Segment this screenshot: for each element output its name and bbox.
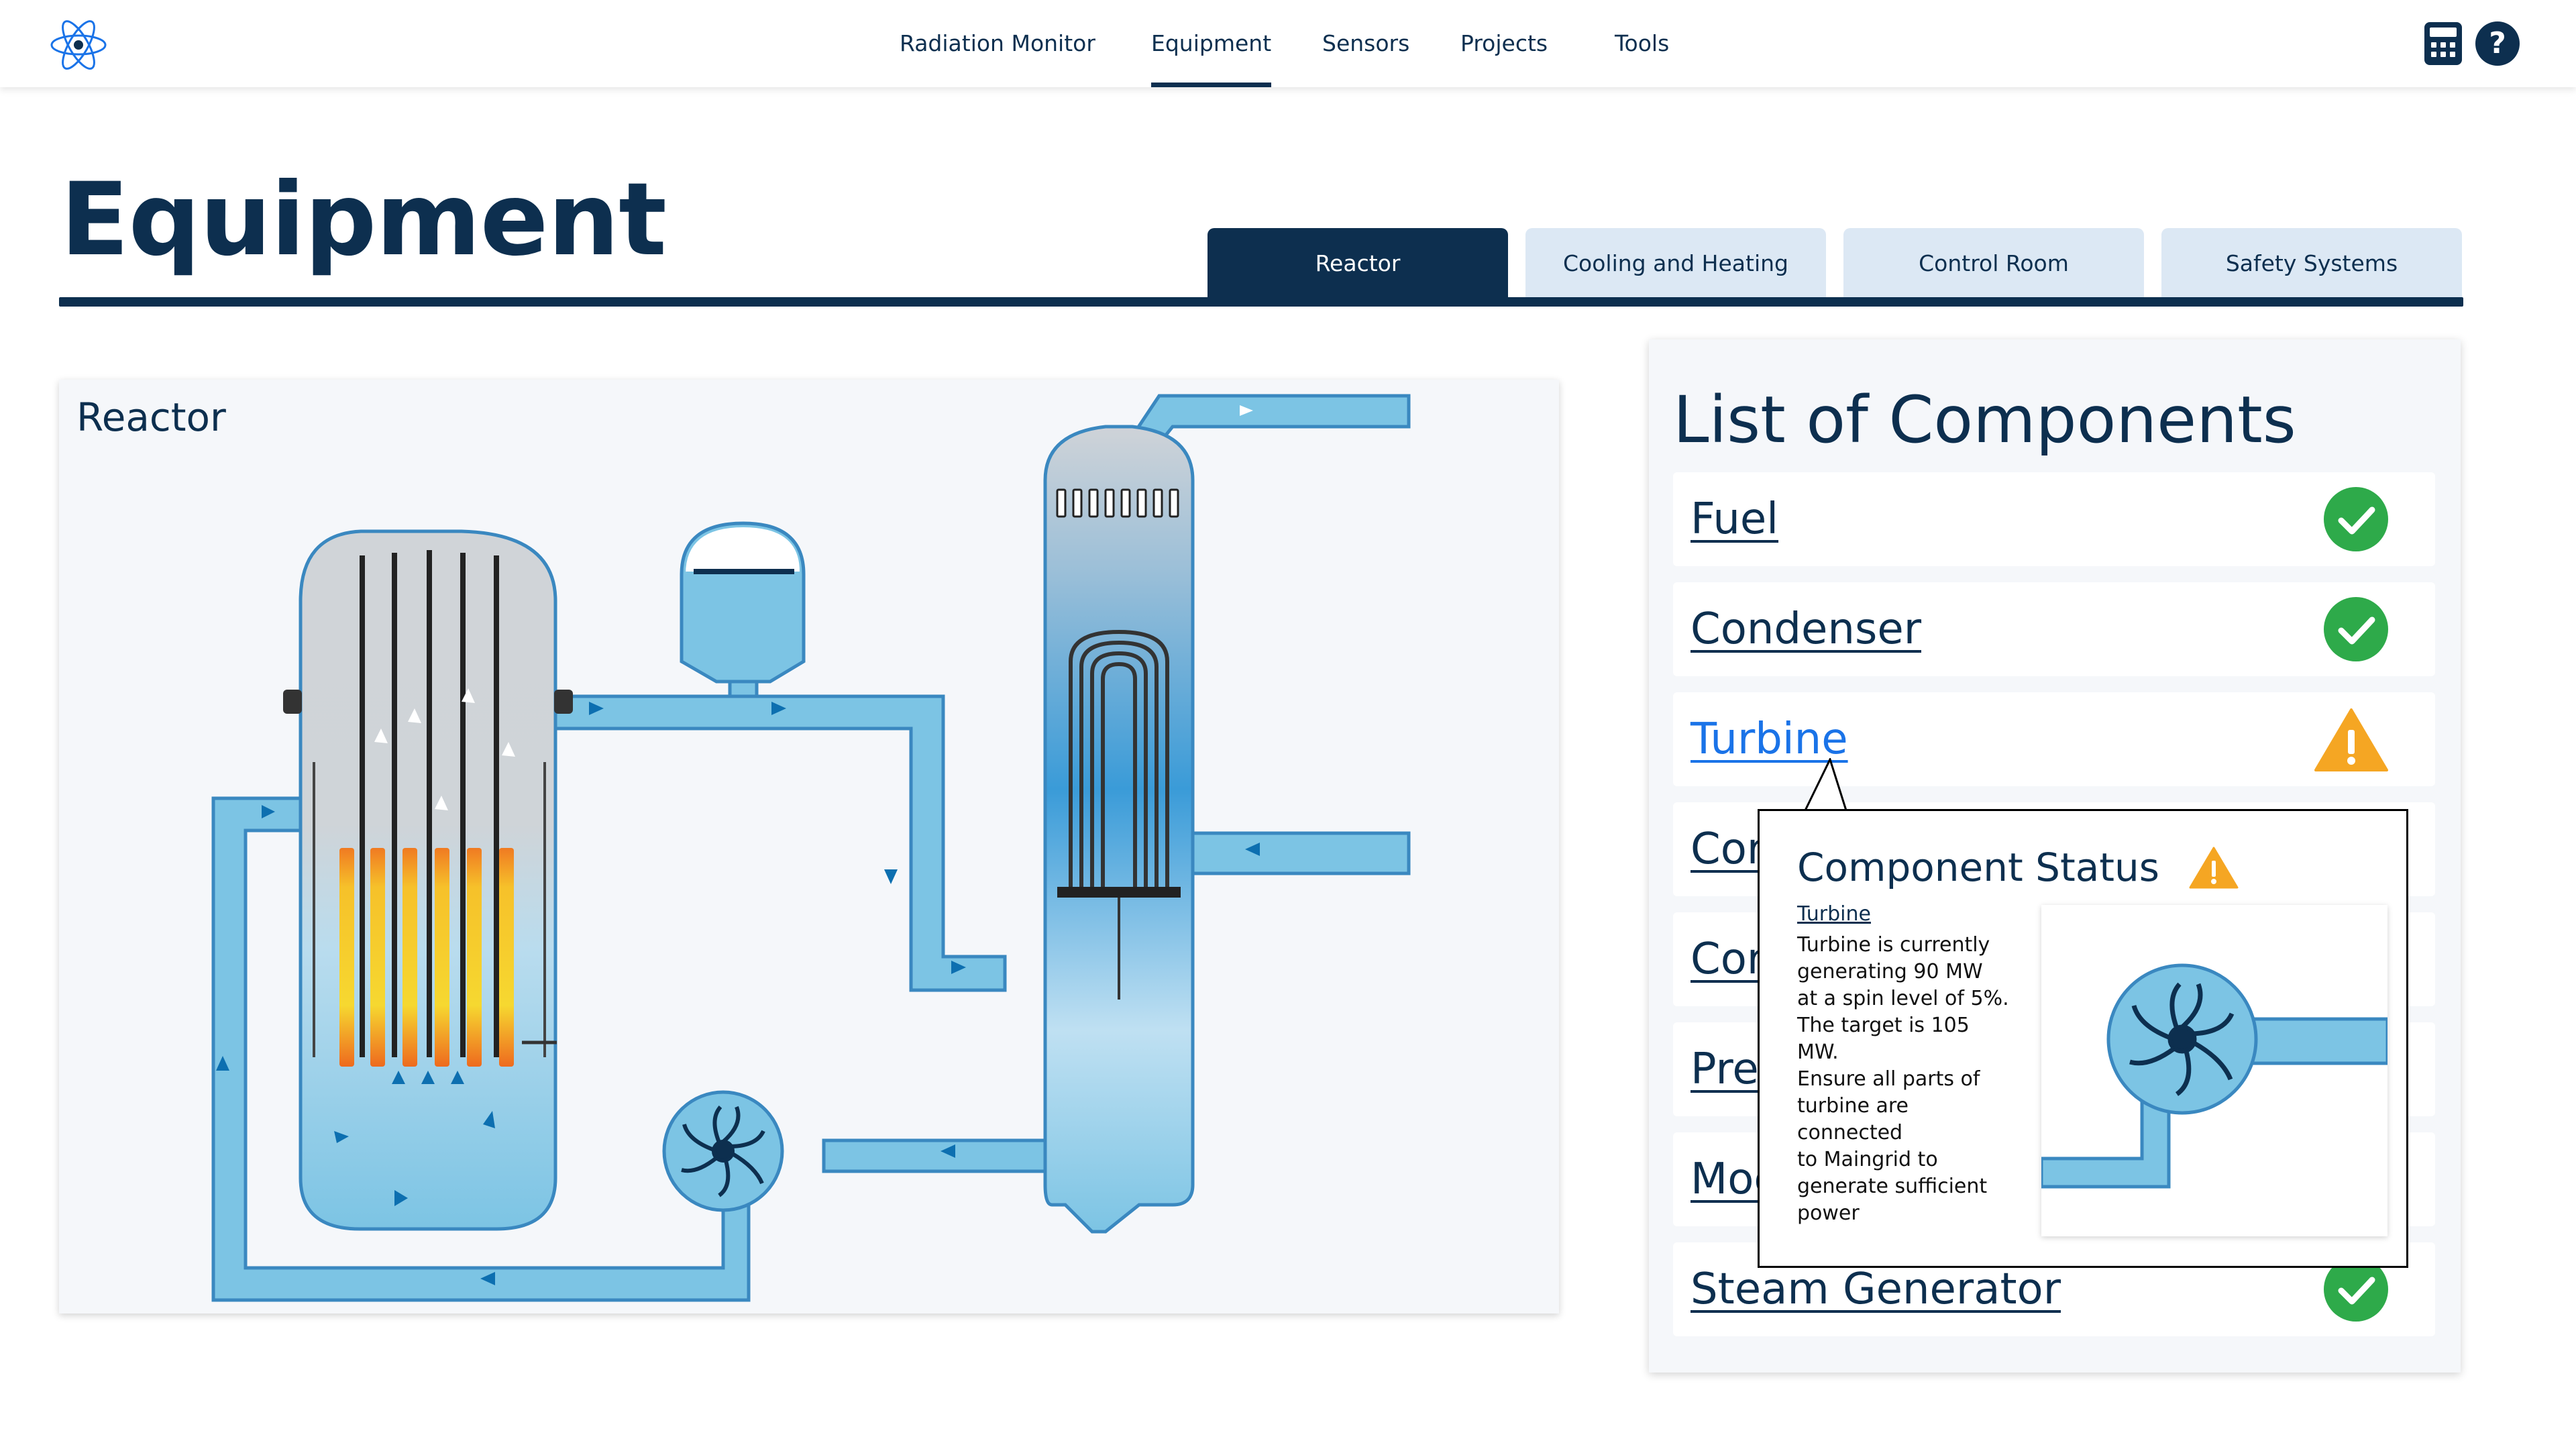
tab-control-room[interactable]: Control Room [1843, 228, 2144, 299]
calculator-key [2431, 52, 2436, 57]
popover-line: Turbine is currently [1797, 933, 1990, 957]
nav-radiation-monitor[interactable]: Radiation Monitor [900, 30, 1095, 56]
component-link-fuel[interactable]: Fuel [1690, 494, 1779, 544]
component-link-4[interactable]: Cor [1690, 824, 1765, 874]
popover-line: to Maingrid to [1797, 1148, 1938, 1171]
nav-equipment[interactable]: Equipment [1151, 0, 1272, 87]
list-item-condenser[interactable]: Condenser [1673, 582, 2435, 676]
component-link-turbine[interactable]: Turbine [1690, 714, 1848, 764]
check-circle-icon [2324, 597, 2388, 661]
components-title: List of Components [1673, 382, 2296, 458]
calculator-key [2440, 52, 2446, 57]
list-item-turbine[interactable]: Turbine [1673, 692, 2435, 786]
nav-projects[interactable]: Projects [1460, 30, 1548, 56]
popover-description: Turbine is currently generating 90 MW at… [1797, 932, 2019, 1227]
warning-icon [2314, 708, 2388, 771]
popover-arrow [1805, 758, 1847, 812]
popover-line: at a spin level of 5%. [1797, 987, 2009, 1010]
warning-icon [2189, 847, 2239, 889]
nav-tools[interactable]: Tools [1615, 30, 1670, 56]
top-navigation-bar: Radiation Monitor Equipment Sensors Proj… [0, 0, 2576, 87]
tab-reactor[interactable]: Reactor [1208, 228, 1508, 299]
calculator-icon[interactable] [2424, 22, 2462, 65]
component-link-5[interactable]: Cor [1690, 934, 1765, 984]
popover-line: generating 90 MW [1797, 960, 1983, 983]
list-item-fuel[interactable]: Fuel [1673, 472, 2435, 566]
component-link-condenser[interactable]: Condenser [1690, 604, 1921, 654]
calculator-key [2431, 42, 2436, 48]
component-status-popover: Component Status Turbine Turbine is curr… [1758, 809, 2408, 1268]
calculator-key [2440, 42, 2446, 48]
turbine-icon [2039, 963, 2390, 1189]
help-icon[interactable]: ? [2475, 21, 2520, 66]
popover-line: turbine are [1797, 1094, 1909, 1118]
popover-line: generate sufficient [1797, 1175, 1988, 1198]
atom-icon[interactable] [48, 15, 109, 75]
reactor-diagram [211, 394, 1411, 1302]
calculator-key [2450, 42, 2455, 48]
popover-line: Ensure all parts of [1797, 1067, 1980, 1091]
tab-underline [59, 297, 2463, 307]
reactor-section-title: Reactor [76, 394, 226, 440]
tab-cooling-and-heating[interactable]: Cooling and Heating [1525, 228, 1826, 299]
popover-line: power [1797, 1201, 1860, 1225]
turbine-preview-image [2039, 905, 2390, 1236]
tab-safety-systems[interactable]: Safety Systems [2161, 228, 2462, 299]
popover-line: connected [1797, 1121, 1903, 1144]
calculator-screen [2430, 28, 2457, 37]
nav-sensors[interactable]: Sensors [1322, 30, 1410, 56]
popover-line: MW. [1797, 1040, 1839, 1064]
popover-title: Component Status [1797, 845, 2159, 890]
page-title: Equipment [60, 162, 667, 278]
calculator-key [2450, 52, 2455, 57]
check-circle-icon [2324, 487, 2388, 551]
popover-line: The target is 105 [1797, 1014, 1970, 1037]
popover-component-link[interactable]: Turbine [1797, 902, 1871, 926]
component-link-steam-generator[interactable]: Steam Generator [1690, 1265, 2061, 1314]
check-circle-icon [2324, 1257, 2388, 1322]
reactor-card: Reactor [59, 380, 1559, 1313]
